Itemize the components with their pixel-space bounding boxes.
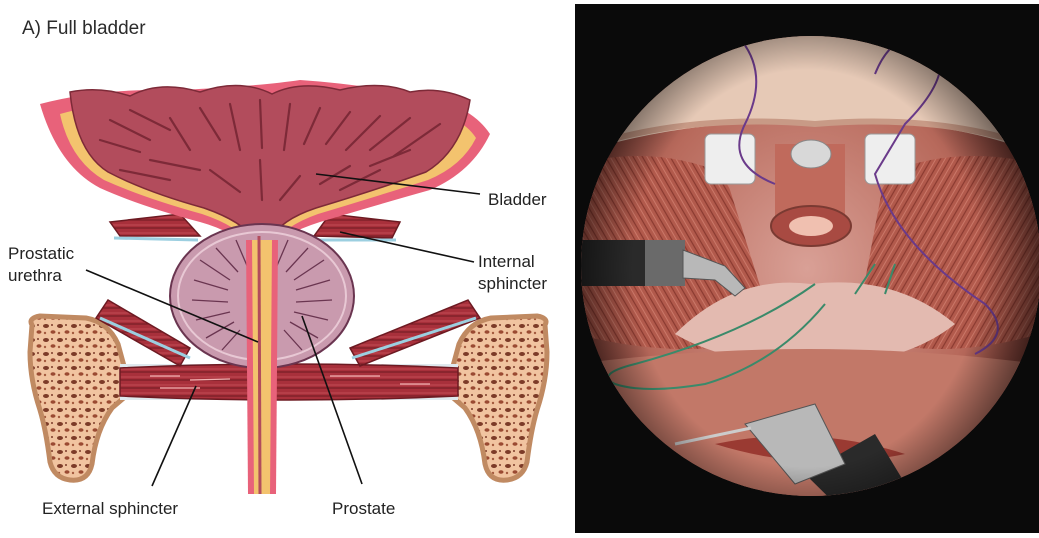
urethra (246, 236, 278, 494)
pelvic-bone-right (451, 316, 547, 480)
external-sphincter-muscle (120, 364, 458, 400)
pelvic-bone-left (30, 316, 126, 480)
endoscopic-scene (575, 4, 1039, 533)
leader-external-sphincter (152, 386, 196, 486)
full-bladder-diagram: A) Full bladder (0, 0, 575, 533)
label-prostate: Prostate (332, 498, 395, 519)
label-prostatic-urethra-line2: urethra (8, 265, 62, 286)
leader-internal-sphincter (340, 232, 474, 262)
label-bladder: Bladder (488, 189, 547, 210)
label-internal-sphincter-line2: sphincter (478, 273, 547, 294)
surgical-view-illustration (575, 4, 1039, 533)
label-external-sphincter: External sphincter (42, 498, 178, 519)
label-prostatic-urethra-line1: Prostatic (8, 243, 74, 264)
label-internal-sphincter-line1: Internal (478, 251, 535, 272)
